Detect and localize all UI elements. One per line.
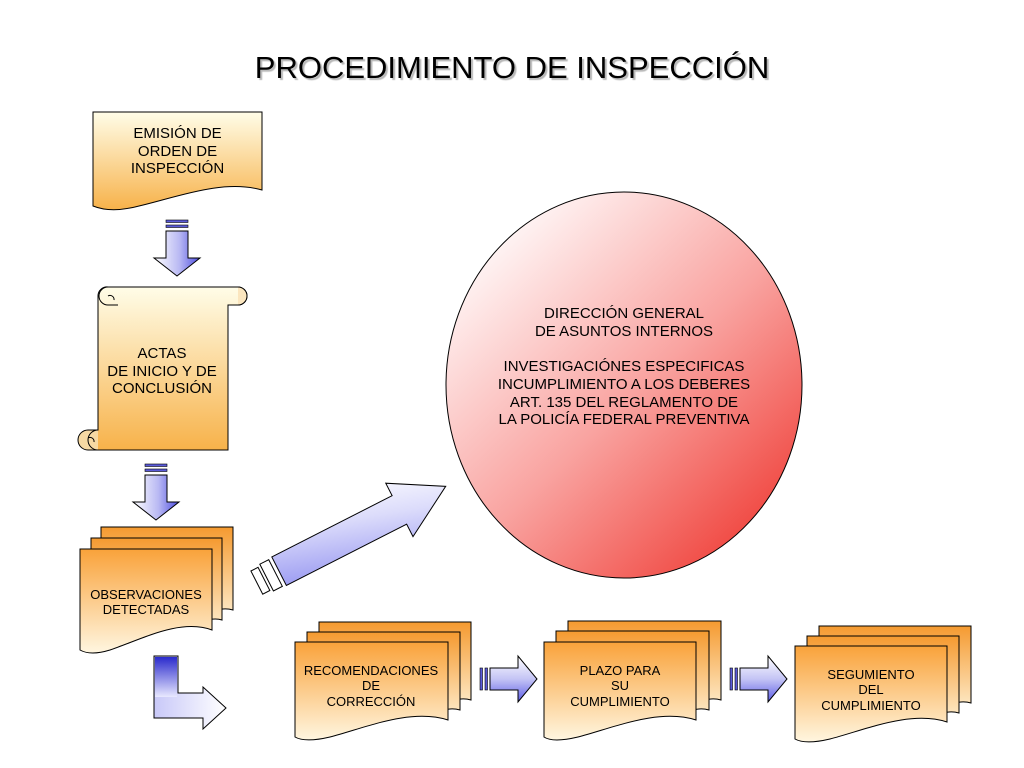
direccion-body-line: INVESTIGACIÓNES ESPECIFICAS	[503, 358, 745, 376]
plazo-line: PLAZO PARA	[579, 663, 661, 678]
plazo-line: CUMPLIMIENTO	[570, 693, 670, 709]
observaciones-label: OBSERVACIONES DETECTADAS	[76, 587, 216, 618]
emision-label: EMISIÓN DE ORDEN DE INSPECCIÓN	[93, 125, 262, 178]
observaciones-multi-document-shape	[79, 526, 234, 654]
notched-diagonal-arrow-icon	[250, 482, 447, 595]
plazo-label: PLAZO PARA SU CUMPLIMIENTO	[544, 663, 696, 709]
striped-down-arrow-icon	[152, 219, 202, 277]
direccion-header-line: DIRECCIÓN GENERAL	[543, 305, 705, 322]
emision-document-shape	[92, 111, 263, 211]
seguimiento-line: CUMPLIMIENTO	[821, 697, 921, 713]
actas-line: CONCLUSIÓN	[111, 380, 212, 398]
seguimiento-line: SEGUMIENTO	[827, 667, 915, 682]
actas-line: ACTAS	[137, 345, 187, 362]
direccion-spacer	[454, 340, 794, 358]
recomendaciones-line: DE	[361, 678, 381, 694]
recomendaciones-multi-document-shape	[294, 621, 472, 741]
striped-right-arrow-icon	[479, 654, 538, 704]
recomendaciones-line: RECOMENDACIONES	[303, 663, 439, 678]
direccion-label: DIRECCIÓN GENERAL DE ASUNTOS INTERNOS IN…	[454, 305, 794, 429]
direccion-body-line: ART. 135 DEL REGLAMENTO DE	[509, 393, 739, 411]
plazo-line: SU	[610, 678, 630, 694]
recomendaciones-line: CORRECCIÓN	[326, 693, 416, 709]
direccion-circle-shape	[445, 191, 803, 579]
direccion-body-line: INCUMPLIMIENTO A LOS DEBERES	[497, 376, 751, 394]
recomendaciones-label: RECOMENDACIONES DE CORRECCIÓN	[292, 663, 450, 709]
emision-line: INSPECCIÓN	[130, 160, 225, 178]
actas-line: DE INICIO Y DE	[107, 362, 217, 380]
actas-label: ACTAS DE INICIO Y DE CONCLUSIÓN	[93, 345, 231, 398]
direccion-body-line: LA POLICÍA FEDERAL PREVENTIVA	[498, 411, 750, 429]
seguimiento-line: DEL	[858, 682, 884, 698]
direccion-header-line: DE ASUNTOS INTERNOS	[534, 322, 714, 340]
seguimiento-label: SEGUMIENTO DEL CUMPLIMIENTO	[795, 667, 947, 713]
bent-arrow-icon	[153, 655, 227, 731]
page-title: PROCEDIMIENTO DE INSPECCIÓN	[254, 50, 770, 85]
plazo-multi-document-shape	[543, 620, 722, 741]
emision-line: ORDEN DE	[137, 142, 218, 160]
observaciones-line: DETECTADAS	[102, 602, 190, 618]
emision-line: EMISIÓN DE	[133, 125, 222, 142]
seguimiento-multi-document-shape	[794, 625, 972, 743]
actas-scroll-shape	[77, 286, 248, 451]
striped-down-arrow-icon	[131, 463, 181, 521]
observaciones-line: OBSERVACIONES	[90, 587, 202, 602]
striped-right-arrow-icon	[729, 654, 788, 704]
